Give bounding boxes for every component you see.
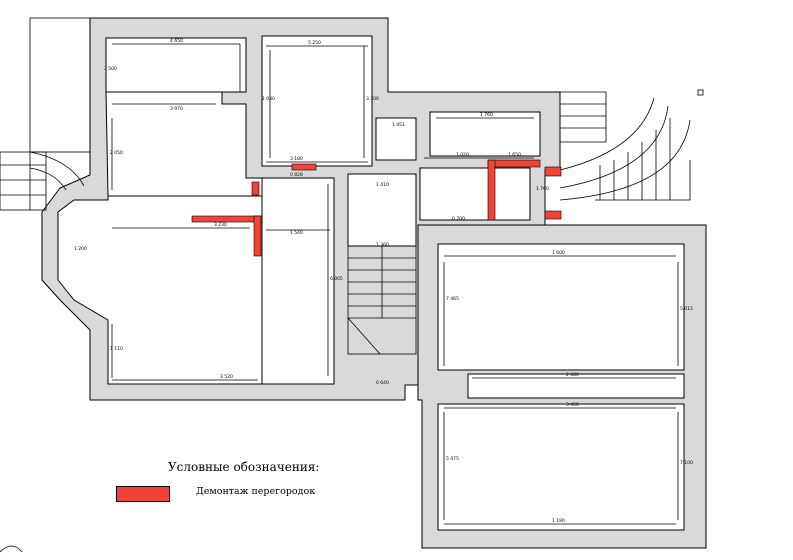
dimension-label: 1 540: [290, 230, 303, 236]
dimension-label: 5 015: [680, 306, 693, 312]
room-big-lower-right: [437, 403, 685, 531]
dimension-label: 0 700: [452, 216, 465, 222]
dimension-label: 4 650: [170, 38, 183, 44]
demolition-partitions: [191, 159, 562, 257]
dimension-label: 1 410: [376, 182, 389, 188]
dimension-label: 1 020: [456, 152, 469, 158]
dimension-label: 0 640: [376, 380, 389, 386]
demolition-partition: [487, 159, 496, 221]
dimension-labels: 4 650 3 970 5 250 3 180 3 520 3 230 1 54…: [74, 38, 693, 524]
dimension-label: 1 760: [536, 186, 549, 192]
dimension-label: 1 600: [552, 250, 565, 256]
dimension-label: 3 180: [290, 156, 303, 162]
dimension-label: 3 520: [220, 374, 233, 380]
demolition-partition: [251, 181, 260, 196]
dimension-label: 1 451: [392, 122, 405, 128]
dimension-label: 3 300: [366, 96, 379, 102]
dimension-label: 1 190: [552, 518, 565, 524]
legend-label-demolition: Демонтаж перегородок: [196, 486, 316, 497]
dimension-label: 3 230: [214, 222, 227, 228]
dimension-label: 3 970: [170, 106, 183, 112]
dimension-label: 1 360: [376, 242, 389, 248]
room-upper-right: [429, 111, 541, 157]
dimension-label: 7 100: [680, 460, 693, 466]
dimension-label: 6 005: [330, 276, 343, 282]
staircase-center: [347, 245, 417, 355]
dimension-label: 1 760: [480, 112, 493, 118]
room-corridor-right: [419, 167, 531, 221]
dimension-label: 7 465: [446, 296, 459, 302]
demolition-partition: [291, 163, 317, 171]
room-top-left: [105, 37, 247, 93]
dimension-label: 1 110: [110, 346, 123, 352]
dimension-lines: [111, 43, 679, 525]
dimension-label: 2 050: [110, 150, 123, 156]
dimension-label: 5 475: [446, 456, 459, 462]
staircase-left: [0, 17, 91, 211]
room-center-hall: [261, 177, 335, 385]
legend-swatch-demolition: [116, 486, 170, 502]
room-small-top: [375, 117, 417, 161]
dimension-label: 5 250: [308, 40, 321, 46]
room-left-bay: [57, 195, 263, 385]
corner-arc: [0, 545, 23, 553]
demolition-partition: [544, 166, 562, 177]
dimension-label: 3 500: [104, 66, 117, 72]
demolition-partition: [253, 215, 262, 257]
room-big-upper-right: [437, 243, 685, 371]
dimension-label: 3 450: [566, 402, 579, 408]
demolition-partition: [487, 159, 541, 168]
dimension-label: 1 030: [262, 96, 275, 102]
dimension-label: 1 200: [74, 246, 87, 252]
room-top-center: [261, 35, 373, 167]
demolition-partition: [544, 210, 562, 220]
dimension-label: 0 828: [290, 172, 303, 178]
legend-title: Условные обозначения:: [168, 460, 320, 474]
staircase-right: [559, 89, 704, 201]
demolition-partition: [191, 215, 263, 223]
dimension-label: 1 650: [508, 152, 521, 158]
room-left-large: [105, 91, 263, 197]
dimension-label: 2 680: [566, 372, 579, 378]
